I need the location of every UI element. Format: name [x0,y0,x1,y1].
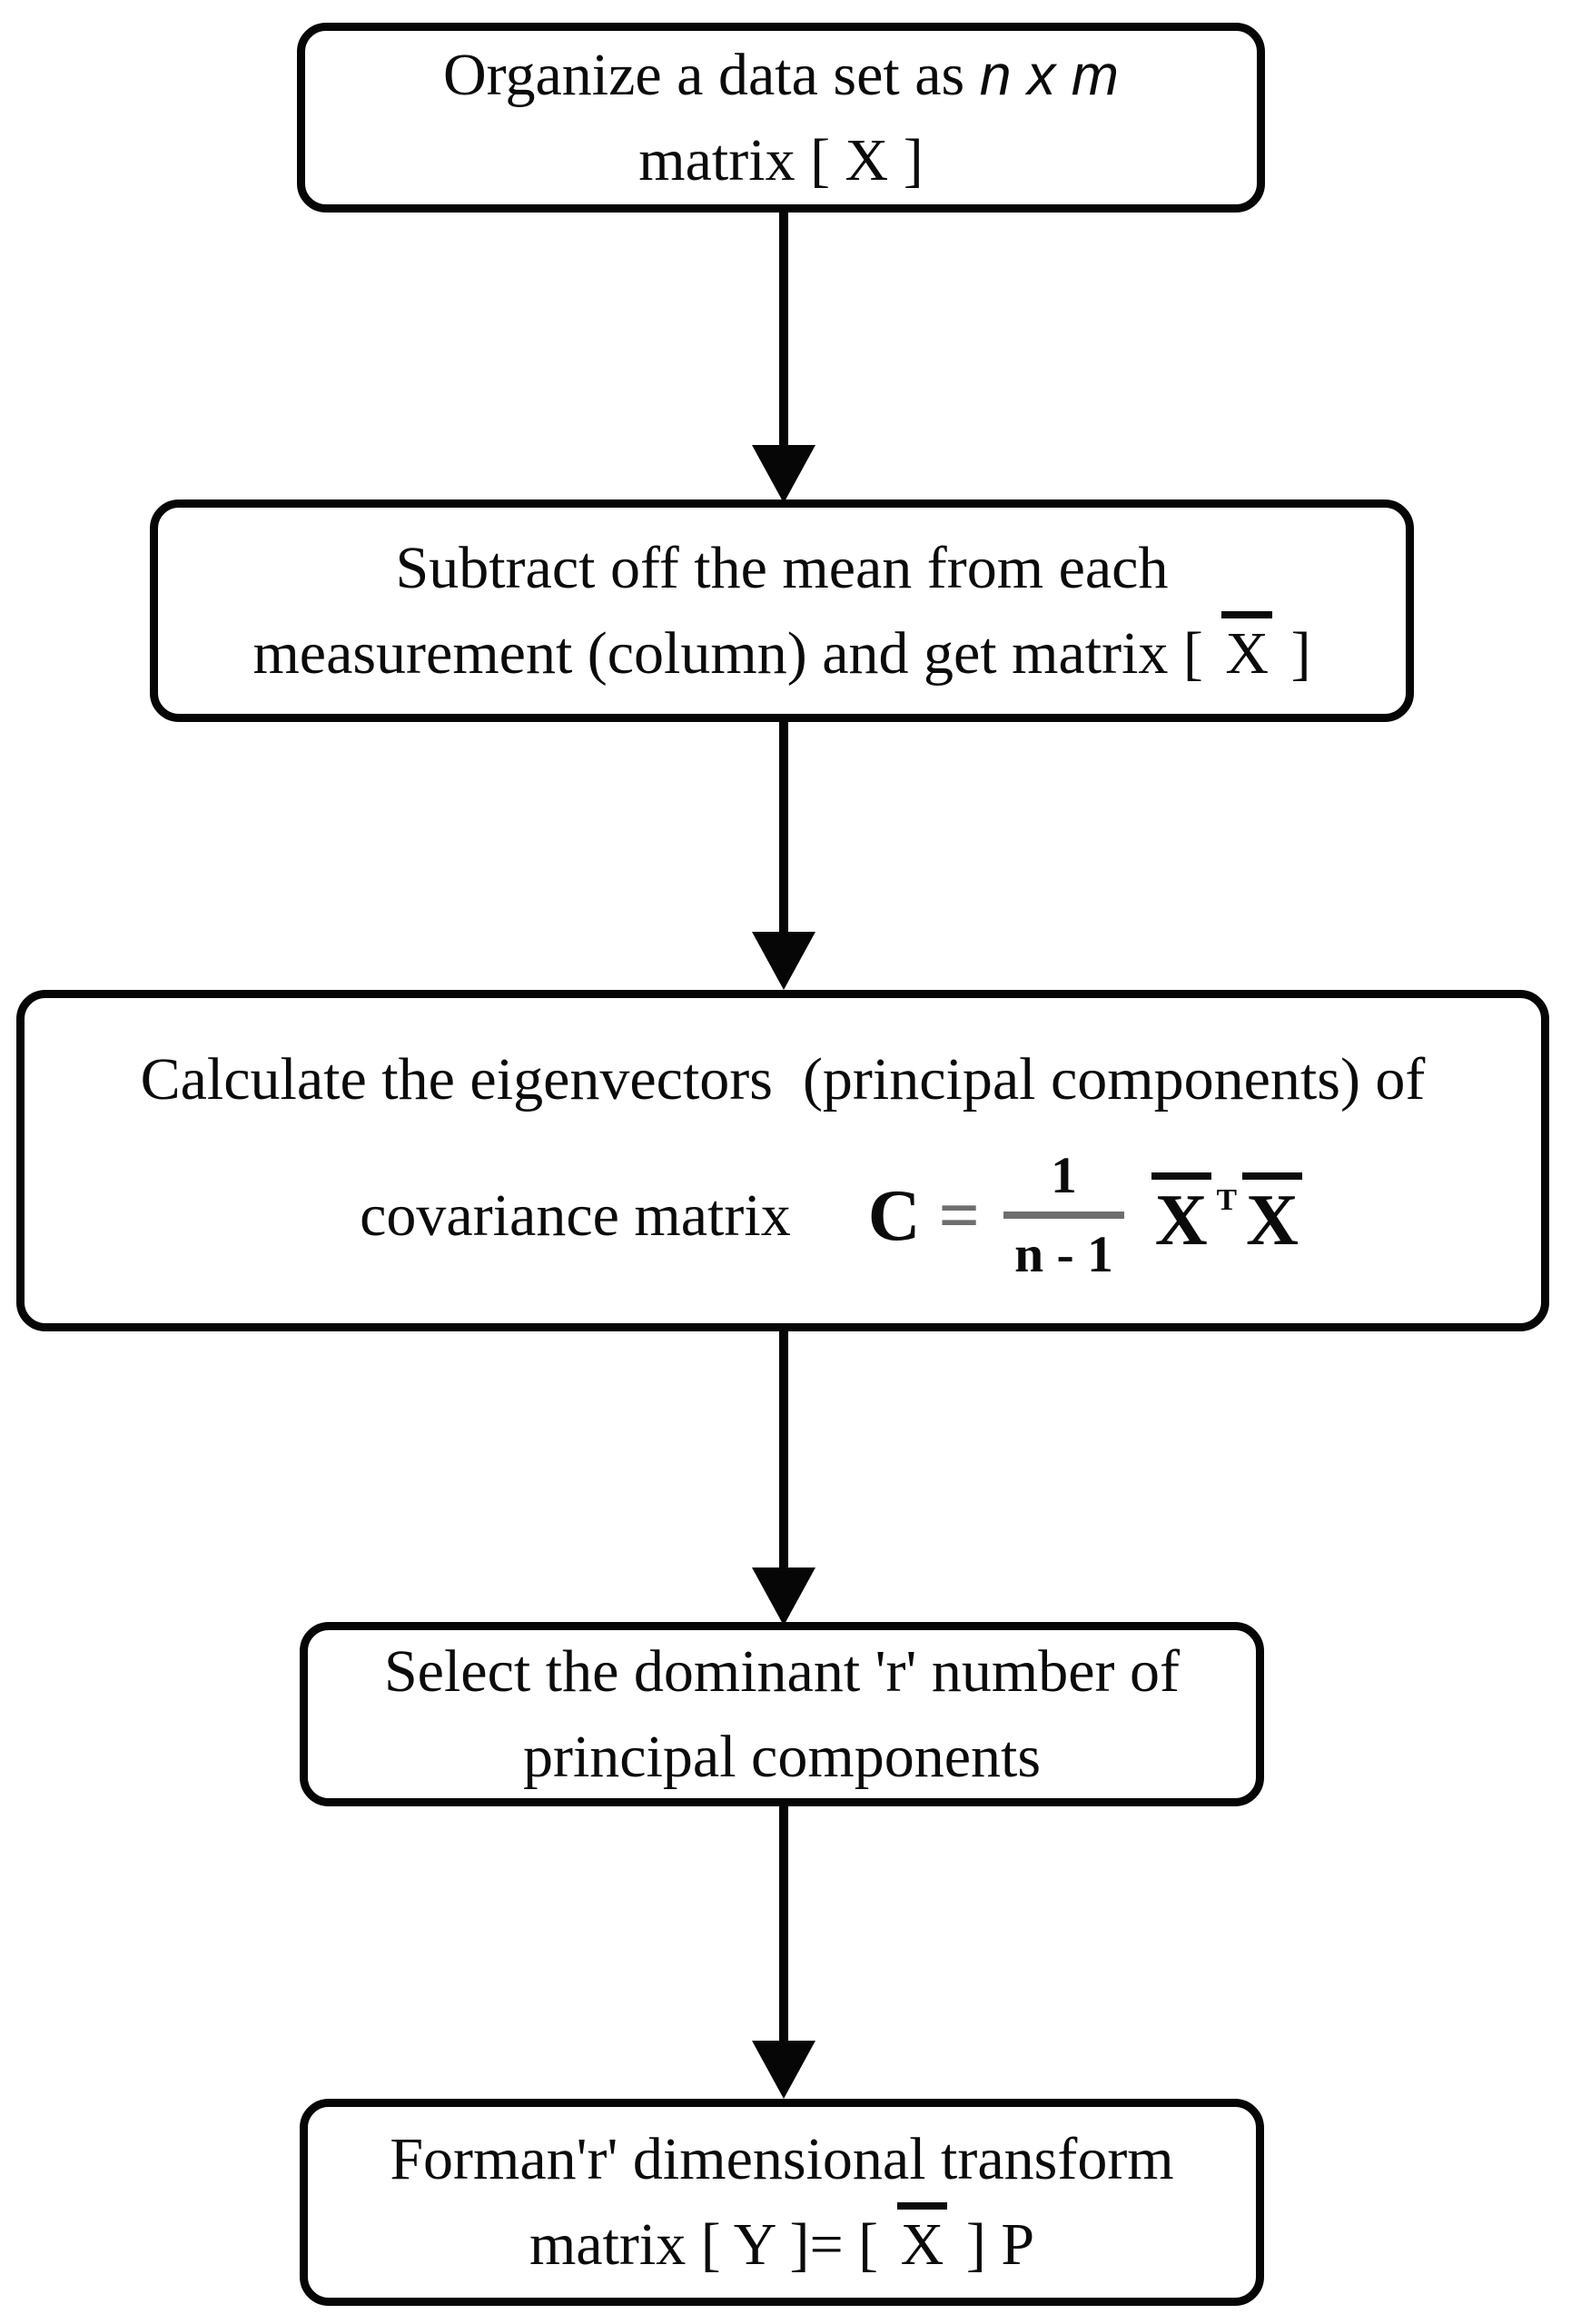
math-variable: n x m [979,43,1119,107]
node-text: ] P [951,2211,1035,2278]
node-text-line: Forman'r' dimensional transform [390,2126,1174,2193]
fraction-numerator: 1 [1051,1147,1077,1205]
node-text-line: measurement (column) and get matrix [ X … [252,610,1311,697]
arrowhead-icon [752,445,815,503]
flow-arrow-2 [752,722,815,990]
node-text-line: matrix [ X ] [638,126,924,193]
flowchart-node-select-dominant-r: Select the dominant 'r' number of princi… [300,1622,1264,1806]
flowchart-node-subtract-mean: Subtract off the mean from each measurem… [150,499,1414,722]
arrow-shaft [779,1331,788,1567]
arrow-shaft [779,722,788,932]
node-text: ] [1276,619,1311,687]
node-text: measurement (column) and get matrix [ [252,619,1219,687]
node-text-line: Subtract off the mean from each [395,534,1169,601]
flowchart-node-form-transform-matrix: Forman'r' dimensional transform matrix [… [300,2099,1264,2306]
node-text: matrix [ Y ]= [ [529,2211,894,2278]
flowchart-node-calculate-eigenvectors: Calculate the eigenvectors (principal co… [16,990,1549,1331]
flow-arrow-1 [752,213,815,503]
arrowhead-icon [752,2041,815,2099]
fraction-denominator: n - 1 [1003,1211,1124,1285]
flow-arrow-4 [752,1806,815,2099]
xbar-symbol: X [1151,1172,1211,1259]
flow-arrow-3 [752,1331,815,1626]
node-text-line: Select the dominant 'r' number of [383,1637,1181,1705]
node-text-line: Calculate the eigenvectors (principal co… [140,1045,1426,1113]
arrowhead-icon [752,932,815,990]
equals-sign: = [938,1175,981,1256]
fraction: 1 n - 1 [1003,1147,1124,1284]
xbar-symbol: X [1221,610,1273,684]
equation-label: covariance matrix [360,1182,791,1249]
node-text-line: matrix [ Y ]= [ X ] P [529,2202,1034,2288]
flowchart-node-organize-data: Organize a data set as n x m matrix [ X … [297,23,1265,213]
xbar-symbol: X [896,2202,948,2275]
arrowhead-icon [752,1567,815,1626]
node-text: Organize a data set as [443,41,980,108]
node-text-line: principal components [522,1723,1042,1790]
arrow-shaft [779,213,788,445]
formula-lhs: C [867,1175,921,1256]
xbar-symbol: X [1242,1172,1302,1259]
node-text-line: Organize a data set as n x m [443,33,1119,118]
transpose-superscript: T [1216,1182,1238,1217]
arrow-shaft [779,1806,788,2041]
